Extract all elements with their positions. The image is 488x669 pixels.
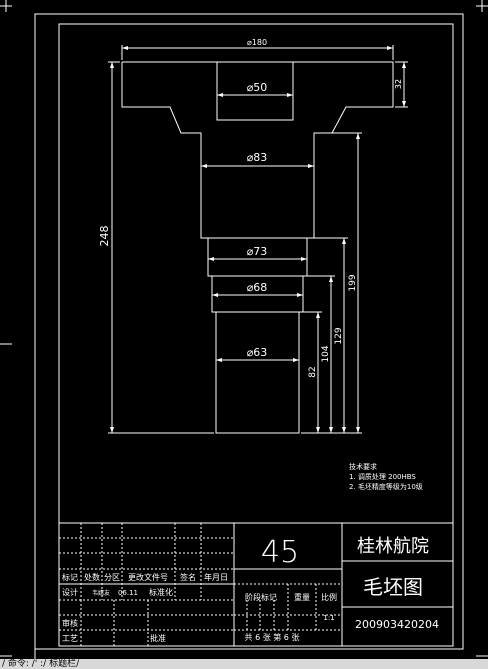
school-name: 桂林航院 xyxy=(357,536,429,557)
dim-length-104: 104 xyxy=(321,345,331,362)
approve-label: 批准 xyxy=(150,633,166,643)
notes-line-1: 1. 调质处理 200HBS xyxy=(349,472,416,481)
sheet-count: 共 6 张 第 6 张 xyxy=(245,632,300,642)
material-label: 45 xyxy=(261,535,299,570)
header-zone: 分区 xyxy=(104,573,120,582)
standard-label: 标准化 xyxy=(149,587,173,597)
dim-height-32: 32 xyxy=(394,79,403,89)
outer-frame xyxy=(34,13,464,650)
notes-line-2: 2. 毛坯精度等级为10级 xyxy=(349,482,423,491)
design-label: 设计 xyxy=(62,587,78,597)
ratio-label: 比例 xyxy=(321,592,337,602)
dim-diameter-50: ⌀50 xyxy=(247,81,268,94)
scale-value: 1:1 xyxy=(323,614,334,622)
dim-length-129: 129 xyxy=(334,327,344,344)
dim-diameter-63: ⌀63 xyxy=(247,346,268,359)
title-block xyxy=(58,522,454,647)
dim-diameter-73: ⌀73 xyxy=(247,245,268,258)
designer-name: 韦婧友 xyxy=(92,589,110,597)
drawing-name: 毛坯图 xyxy=(363,575,423,599)
command-line-strip[interactable]: / 命令: /' :/ 标题栏/ xyxy=(0,659,488,669)
dim-length-82: 82 xyxy=(308,366,318,377)
dim-diameter-68: ⌀68 xyxy=(247,281,268,294)
weight-label: 重量 xyxy=(294,592,310,602)
header-mark: 标记 xyxy=(62,572,78,582)
dim-length-199: 199 xyxy=(348,274,358,291)
stage-label: 阶段标记 xyxy=(245,592,277,602)
notes-title: 技术要求 xyxy=(349,462,377,471)
drawing-number: 200903420204 xyxy=(355,618,439,631)
header-sign: 签名 xyxy=(180,572,196,582)
header-change: 更改文件号 xyxy=(128,572,168,582)
review-label: 审核 xyxy=(62,618,78,628)
header-count: 处数 xyxy=(84,572,100,582)
process-label: 工艺 xyxy=(62,634,78,643)
header-date: 年月日 xyxy=(204,572,228,582)
dim-diameter-180: ⌀180 xyxy=(247,38,267,47)
dimension-lines xyxy=(108,45,408,434)
design-date: 06.11 xyxy=(118,589,138,597)
dim-diameter-83: ⌀83 xyxy=(247,151,268,164)
dim-length-248: 248 xyxy=(98,226,111,247)
